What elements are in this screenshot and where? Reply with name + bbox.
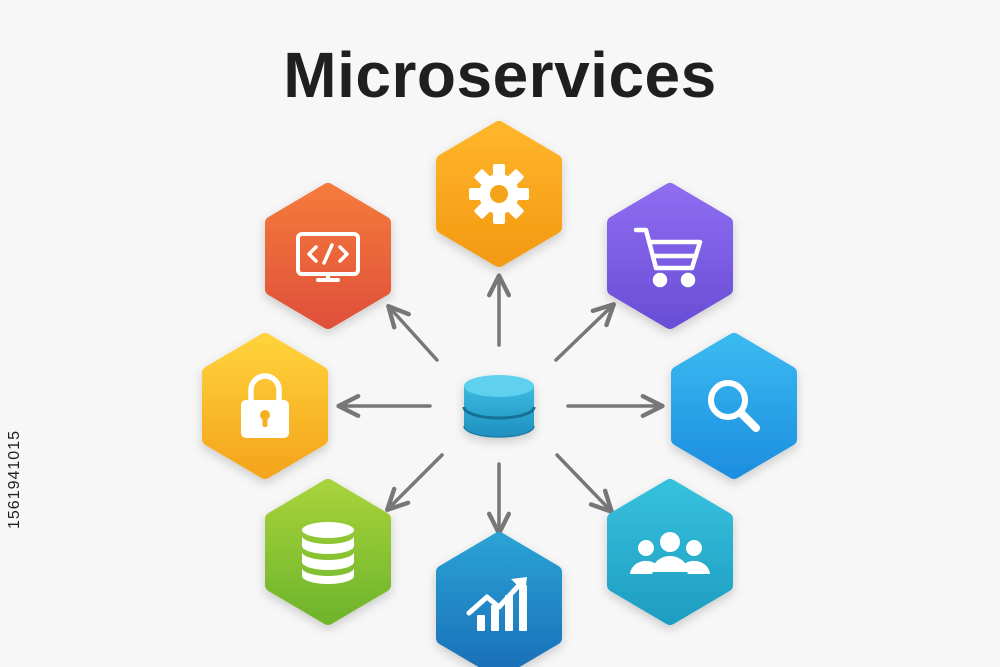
analytics-service: [436, 532, 562, 667]
users-service: [607, 479, 733, 625]
database-icon: [302, 522, 354, 584]
connector-arrows: [336, 273, 665, 536]
shopping-cart-icon: [633, 227, 703, 288]
lock-icon: [241, 373, 289, 438]
arrow-to-cart: [554, 302, 616, 362]
arrow-to-code: [386, 303, 439, 362]
gear-icon: [469, 164, 529, 224]
settings-service: [436, 121, 562, 267]
code-service: [265, 183, 391, 329]
central-database: [462, 375, 536, 438]
diagram-title: Microservices: [283, 39, 717, 111]
growth-chart-icon: [466, 577, 527, 631]
search-service: [671, 333, 797, 479]
search-icon: [708, 380, 760, 432]
arrow-to-users: [555, 453, 614, 514]
code-monitor-icon: [296, 232, 360, 282]
users-group-icon: [630, 532, 710, 574]
arrow-to-data: [385, 453, 444, 512]
security-service: [202, 333, 328, 479]
data-service: [265, 479, 391, 625]
cart-service: [607, 183, 733, 329]
